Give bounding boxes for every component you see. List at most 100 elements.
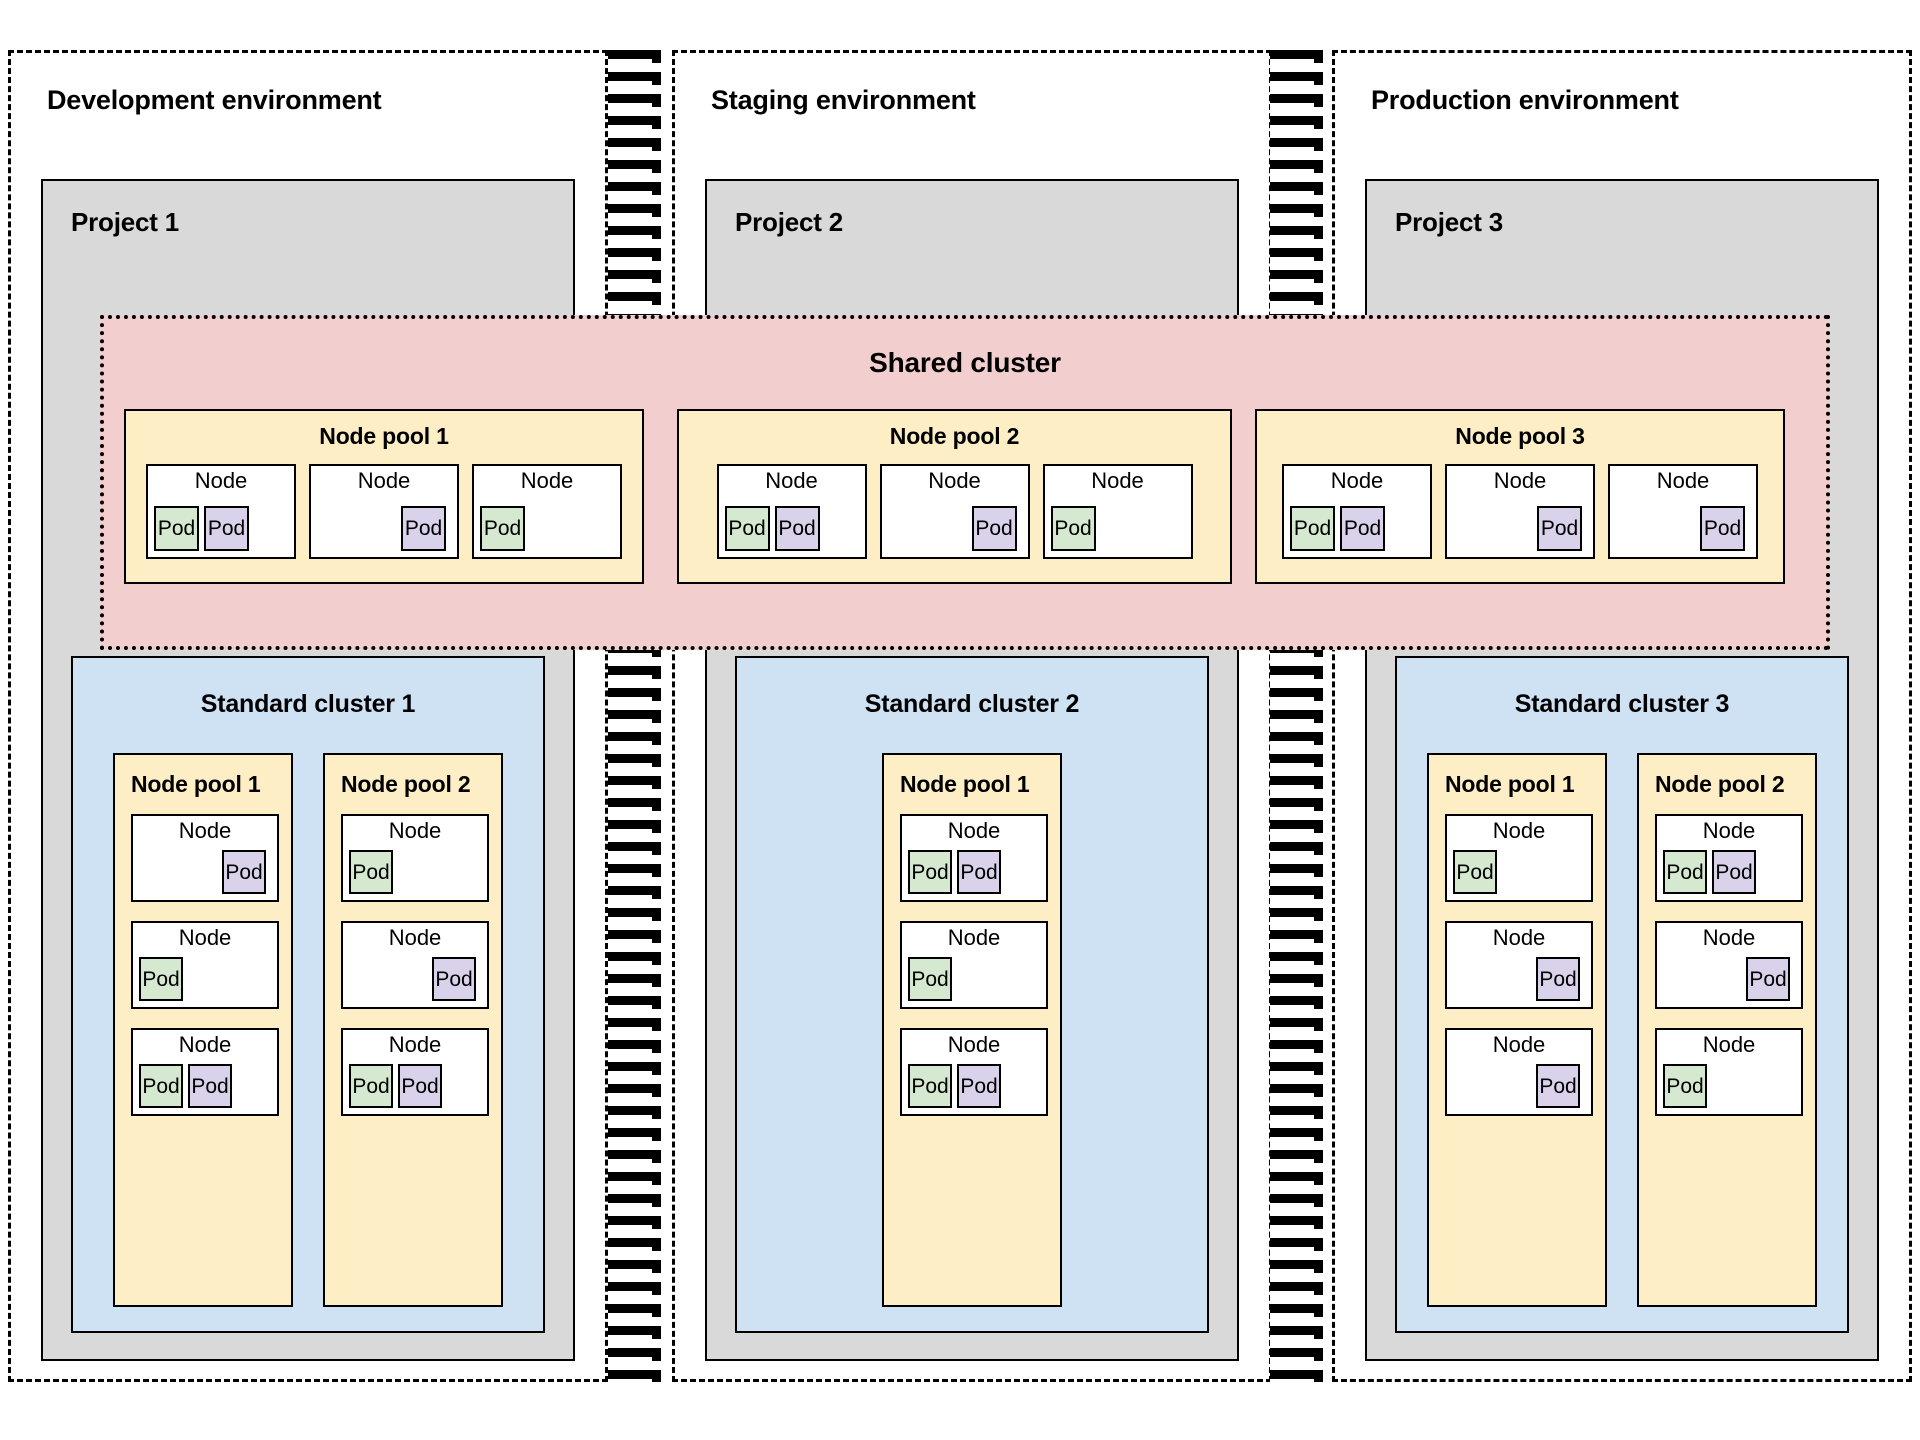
pod-purple[interactable]: Pod bbox=[1340, 506, 1385, 551]
standard-cluster-title: Standard cluster 1 bbox=[200, 690, 416, 718]
pod-row: Pod bbox=[908, 955, 1040, 1001]
pod-green[interactable]: Pod bbox=[724, 506, 770, 551]
node-label: Node bbox=[947, 818, 1001, 843]
pod-green[interactable]: Pod bbox=[1453, 850, 1497, 894]
pod-green[interactable]: Pod bbox=[139, 957, 183, 1001]
pod-purple[interactable]: Pod bbox=[957, 850, 1001, 894]
node-label: Node bbox=[388, 818, 442, 843]
node-pool-title: Node pool 1 bbox=[1445, 771, 1575, 797]
pod-purple[interactable]: Pod bbox=[1536, 1064, 1580, 1108]
node-label: Node bbox=[947, 1032, 1001, 1057]
node-label: Node bbox=[947, 925, 1001, 950]
node-label: Node bbox=[1656, 468, 1710, 493]
pod-purple[interactable]: Pod bbox=[188, 1064, 232, 1108]
pod-purple[interactable]: Pod bbox=[957, 1064, 1001, 1108]
pod-purple[interactable]: Pod bbox=[971, 506, 1017, 551]
node-label: Node bbox=[1492, 818, 1546, 843]
node-label: Node bbox=[1702, 818, 1756, 843]
node-label: Node bbox=[1493, 468, 1547, 493]
node-label: Node bbox=[1492, 925, 1546, 950]
pod-green[interactable]: Pod bbox=[349, 850, 393, 894]
environment-divider-2 bbox=[1270, 50, 1332, 1382]
node-label: Node bbox=[194, 468, 248, 493]
pod-row: Pod bbox=[317, 496, 451, 551]
pod-row: Pod bbox=[1663, 1062, 1795, 1108]
node-label: Node bbox=[928, 468, 981, 493]
node-label: Node bbox=[765, 468, 818, 493]
pod-purple[interactable]: Pod bbox=[204, 506, 249, 551]
pod-green[interactable]: Pod bbox=[908, 1064, 952, 1108]
node-label: Node bbox=[357, 468, 411, 493]
pod-purple[interactable]: Pod bbox=[774, 506, 820, 551]
pod-purple[interactable]: Pod bbox=[1537, 506, 1582, 551]
pod-purple[interactable]: Pod bbox=[222, 850, 266, 894]
pod-row: Pod bbox=[139, 848, 271, 894]
pod-purple[interactable]: Pod bbox=[398, 1064, 442, 1108]
node-label: Node bbox=[1702, 925, 1756, 950]
pod-green[interactable]: Pod bbox=[154, 506, 199, 551]
hatch-bars bbox=[1270, 50, 1322, 1382]
pod-green[interactable]: Pod bbox=[480, 506, 525, 551]
pod-row: Pod bbox=[349, 848, 481, 894]
pod-purple[interactable]: Pod bbox=[1536, 957, 1580, 1001]
pod-green[interactable]: Pod bbox=[1663, 850, 1707, 894]
environment-divider-1 bbox=[608, 50, 670, 1382]
node-pool-title: Node pool 2 bbox=[341, 771, 471, 797]
pod-purple[interactable]: Pod bbox=[1700, 506, 1745, 551]
project-title: Project 2 bbox=[735, 207, 844, 237]
node-label: Node bbox=[178, 818, 232, 843]
pod-purple[interactable]: Pod bbox=[401, 506, 446, 551]
pod-row: Pod bbox=[1663, 955, 1795, 1001]
pod-green[interactable]: Pod bbox=[1663, 1064, 1707, 1108]
node-label: Node bbox=[178, 1032, 232, 1057]
pod-green[interactable]: Pod bbox=[908, 850, 952, 894]
standard-cluster-title: Standard cluster 3 bbox=[1514, 690, 1730, 718]
pod-row: Pod bbox=[1616, 496, 1750, 551]
pod-purple[interactable]: Pod bbox=[1746, 957, 1790, 1001]
pod-purple[interactable]: Pod bbox=[432, 957, 476, 1001]
pod-row: Pod bbox=[1453, 955, 1585, 1001]
pod-green[interactable]: Pod bbox=[908, 957, 952, 1001]
project-title: Project 1 bbox=[71, 207, 180, 237]
project-title: Project 3 bbox=[1395, 207, 1504, 237]
pod-green[interactable]: Pod bbox=[139, 1064, 183, 1108]
pod-green[interactable]: Pod bbox=[1290, 506, 1335, 551]
pod-green[interactable]: Pod bbox=[349, 1064, 393, 1108]
pod-row: Pod bbox=[1453, 496, 1587, 551]
pod-purple[interactable]: Pod bbox=[1712, 850, 1756, 894]
node-label: Node bbox=[520, 468, 574, 493]
pod-green[interactable]: Pod bbox=[1050, 506, 1096, 551]
